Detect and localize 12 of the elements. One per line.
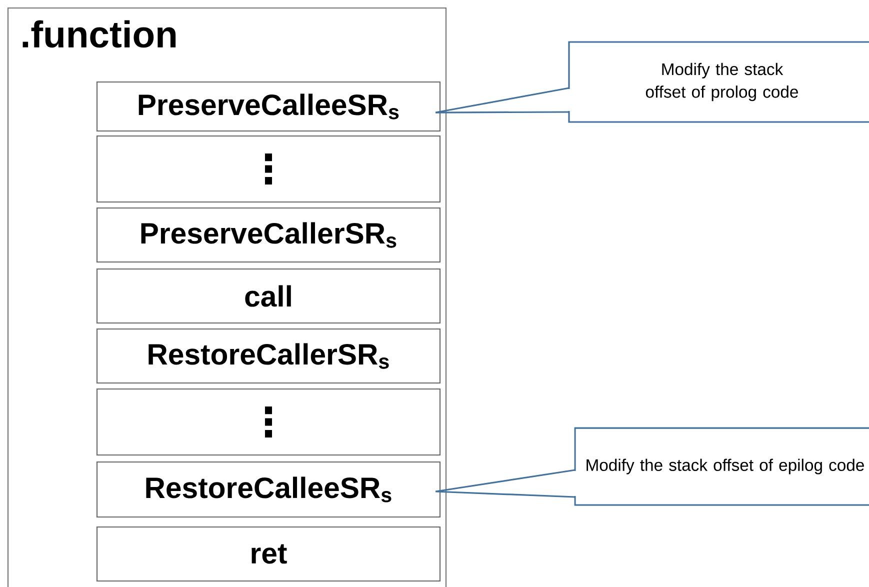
callout-pointer — [434, 87, 570, 114]
code-box: PreserveCallerSR$_{s}$ — [96, 207, 441, 263]
code-box: ⋮ — [96, 388, 441, 456]
code-box: ⋮ — [96, 135, 441, 203]
code-box: call — [96, 268, 441, 324]
code-box: RestoreCallerSR$_{s}$ — [96, 328, 441, 384]
code-box: RestoreCalleeSR$_{s}$ — [96, 461, 441, 518]
code-box: ret — [96, 526, 441, 582]
code-box: PreserveCalleeSR$_{s}$ — [96, 81, 441, 132]
callout-pointer — [434, 469, 576, 498]
callout-box: Modify the stack offset of epilog code — [574, 427, 869, 506]
callout-box: Modify the stack offset of prolog code — [568, 41, 869, 123]
